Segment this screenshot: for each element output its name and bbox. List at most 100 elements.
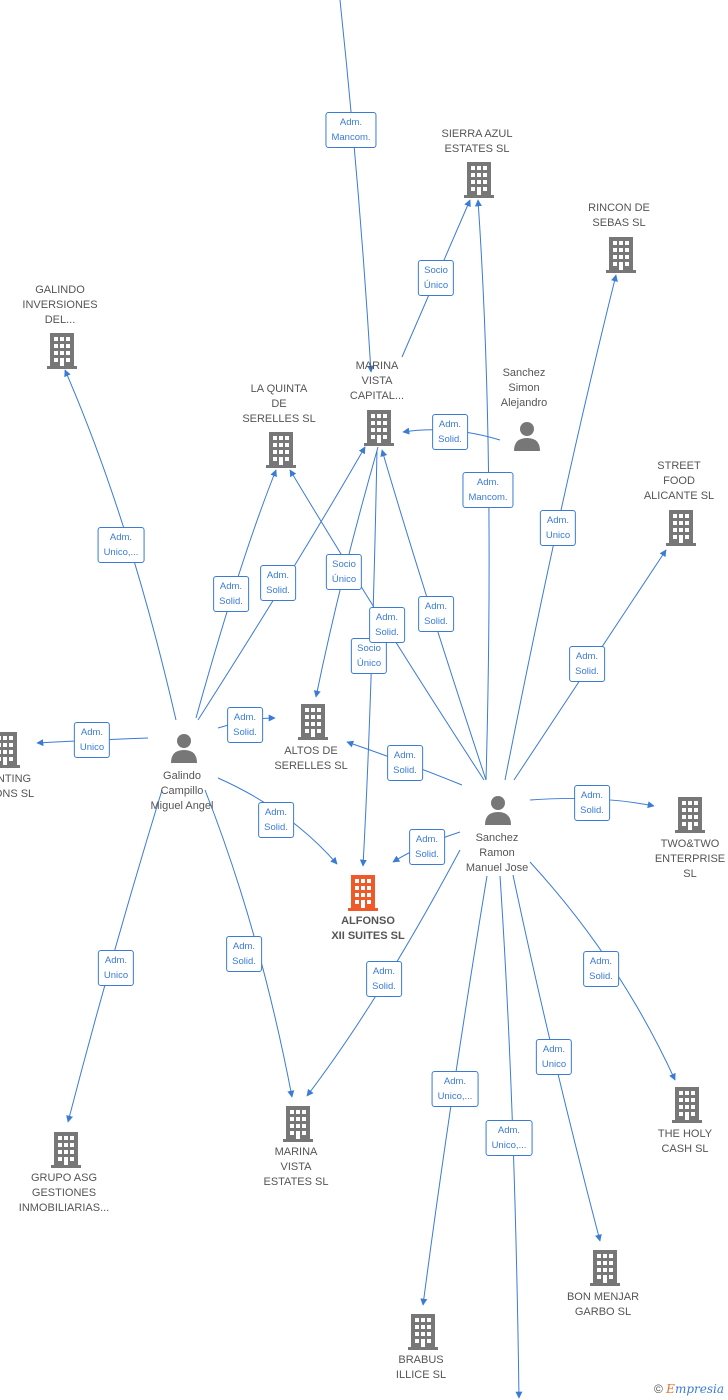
node-label-line: Ramon (479, 847, 515, 859)
node-label-line: Sanchez (502, 367, 546, 379)
person-icon-sanchez_r[interactable] (485, 796, 511, 825)
edge-label-line: Adm. (232, 941, 256, 952)
node-label-line: ESTATES SL (263, 1176, 329, 1188)
edge-label-e19[interactable]: Adm.Solid. (409, 829, 445, 865)
edge-label-line: Adm. (575, 651, 599, 662)
node-label-line: THE HOLY (657, 1128, 713, 1140)
edge-label-line: Socio (357, 643, 381, 654)
building-icon-galindo_inv[interactable] (47, 333, 77, 369)
edge-label-e4[interactable]: Adm.Solid. (213, 576, 249, 612)
edge-label-line: Solid. (264, 822, 288, 833)
node-label-accounting[interactable]: NTING ONS SL (0, 772, 74, 802)
building-icon-grupo[interactable] (51, 1132, 81, 1168)
edge-label-e26[interactable]: Adm.Unico,... (431, 1071, 479, 1107)
edge-label-e6[interactable]: Adm.Mancom. (462, 472, 514, 508)
building-icon-holy[interactable] (672, 1087, 702, 1123)
edge-label-e20[interactable]: Adm.Solid. (574, 785, 610, 821)
edge-label-line: Solid. (372, 981, 396, 992)
edge-label-e23[interactable]: Adm.Solid. (366, 961, 402, 997)
building-icon-alfonso[interactable] (348, 875, 378, 911)
node-label-line: FOOD (663, 475, 695, 487)
edge-label-e15[interactable]: Adm.Unico (73, 722, 111, 758)
edge-label-e21[interactable]: Adm.Unico (97, 950, 135, 986)
edge-label-line: Adm. (393, 750, 417, 761)
edge-label-e27[interactable]: Adm. Unico,... (485, 1120, 533, 1156)
edge-label-line: Solid. (580, 805, 604, 816)
building-icon-altos[interactable] (298, 704, 328, 740)
building-icon-marina_cap[interactable] (364, 410, 394, 446)
edge-label-line: Adm. (589, 956, 613, 967)
node-label-line: DEL... (44, 314, 76, 326)
node-label-line: Sanchez (475, 832, 519, 844)
edge-label-e1[interactable]: Adm.Mancom. (325, 112, 377, 148)
edge-label-line: Adm. (497, 1125, 521, 1136)
node-label-line: XII SUITES SL (331, 930, 405, 942)
edge-label-e9[interactable]: Adm.Solid. (418, 596, 454, 632)
copyright-symbol: © (653, 1382, 663, 1396)
node-label-line: GALINDO (35, 284, 85, 296)
edge-label-e22[interactable]: Adm.Solid. (226, 936, 262, 972)
edge-label-line: Adm. (109, 532, 133, 543)
building-icon-sierra[interactable] (464, 162, 494, 198)
edge-label-line: Unico,... (103, 547, 139, 558)
edge-label-e17[interactable]: Adm.Solid. (387, 745, 423, 781)
node-label-line: NTING (0, 773, 32, 785)
edge-label-line: Solid. (424, 616, 448, 627)
node-label-line: Manuel Jose (465, 862, 529, 874)
building-icon-twotwo[interactable] (675, 797, 705, 833)
edge-label-e16[interactable]: Adm.Solid. (227, 707, 263, 743)
edge-label-e11[interactable]: Adm.Solid. (369, 607, 405, 643)
edge-label-line: Socio (332, 559, 356, 570)
building-icon-bon[interactable] (590, 1250, 620, 1286)
edge-label-line: Adm. (233, 712, 257, 723)
node-label-line: ALICANTE SL (643, 490, 715, 502)
node-label-line: DE (271, 398, 287, 410)
node-label-line: ONS SL (0, 788, 35, 800)
edge-label-e25[interactable]: Adm.Unico (535, 1039, 573, 1075)
edge-label-line: Adm. (104, 955, 128, 966)
edge-label-line: Solid. (219, 596, 243, 607)
building-icon-marina_est[interactable] (283, 1106, 313, 1142)
edge-label-e14[interactable]: Adm.Solid. (569, 646, 605, 682)
building-icon-brabus[interactable] (408, 1314, 438, 1350)
edge-label-e18[interactable]: Adm.Solid. (258, 802, 294, 838)
edge-label-e24[interactable]: Adm.Solid. (583, 951, 619, 987)
brand-logo-initial: E (666, 1382, 675, 1396)
person-icon-sanchez_simon[interactable] (514, 422, 540, 451)
edge-label-e3[interactable]: Adm. Unico,... (97, 527, 145, 563)
edge-label-line: Unico,... (491, 1140, 527, 1151)
edge-label-e7[interactable]: Adm.Unico (539, 510, 577, 546)
edge-label-line: Adm. (476, 477, 500, 488)
edge-label-line: Único (331, 574, 357, 585)
person-icon-galindo_p[interactable] (171, 734, 197, 763)
edge-label-e8[interactable]: Adm.Solid. (432, 414, 468, 450)
node-label-line: LA QUINTA (250, 383, 308, 395)
edge-label-e12[interactable]: Adm.Solid. (260, 565, 296, 601)
relation-edge-e1 (339, 0, 375, 373)
building-icon-la_quinta[interactable] (266, 432, 296, 468)
building-icon-rincon[interactable] (606, 237, 636, 273)
building-icon-street_food[interactable] (666, 510, 696, 546)
node-label-line: Galindo (163, 770, 201, 782)
building-icon-accounting[interactable] (0, 732, 20, 768)
